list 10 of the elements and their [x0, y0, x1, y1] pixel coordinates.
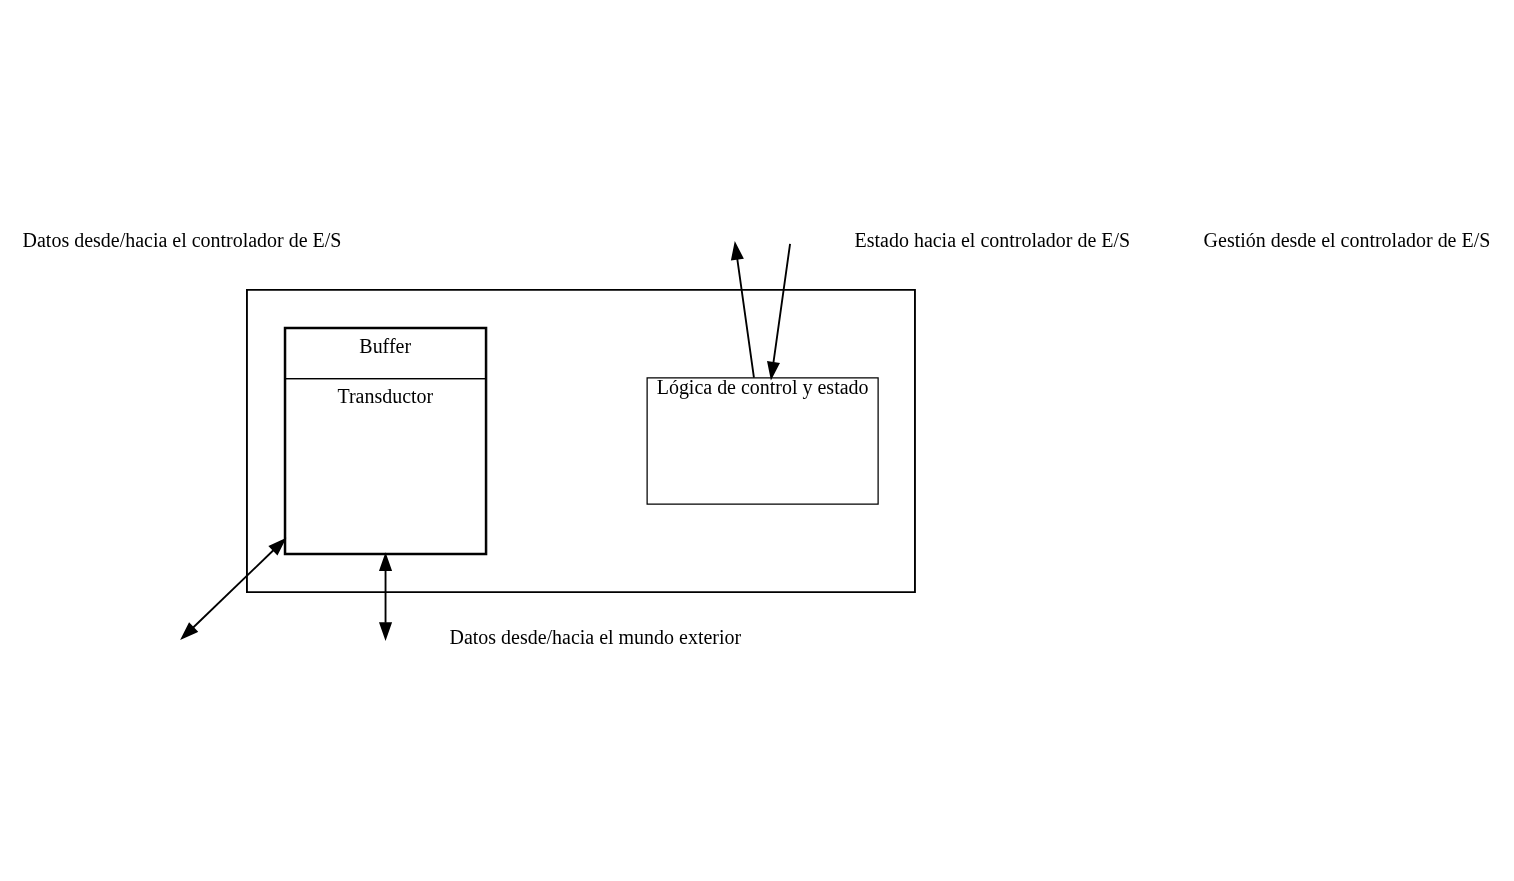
cluster — [246, 288, 916, 593]
label: Datos desde/hacia el controlador de E/S — [22, 228, 342, 251]
arrow — [378, 551, 393, 641]
arrow — [180, 537, 287, 640]
arrow — [730, 240, 755, 379]
label: Estado hacia el controlador de E/S — [854, 228, 1131, 251]
label: Datos desde/hacia el mundo exterior — [449, 625, 742, 648]
node-box: Lógica de control y estado — [646, 376, 879, 505]
arrow — [767, 242, 791, 381]
label: Gestión desde el controlador de E/S — [1203, 228, 1491, 251]
